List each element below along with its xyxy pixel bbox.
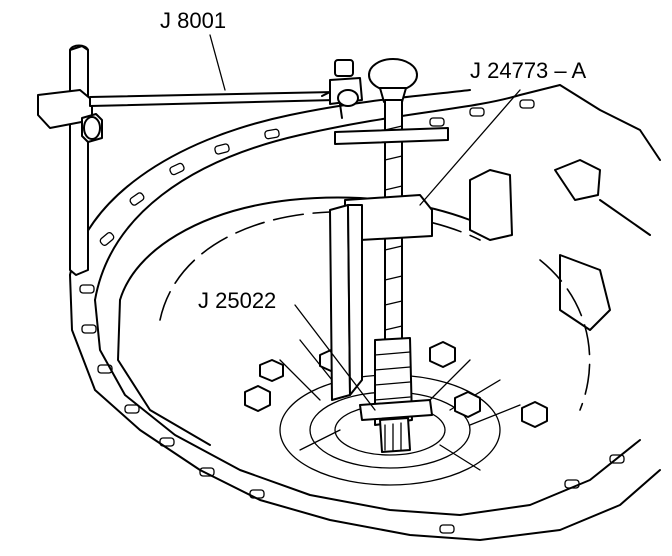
remover-tool [329, 58, 449, 453]
dial-indicator-tool [37, 44, 363, 276]
callout-j25022: J 25022 [198, 288, 277, 313]
callout-j24773a: J 24773 – A [470, 58, 587, 83]
leader-j24773a [419, 89, 521, 206]
retainer-bolts [244, 341, 548, 428]
leader-j25022 [294, 304, 376, 411]
leader-lines [209, 34, 521, 411]
case-flange [69, 84, 661, 541]
leader-j8001 [209, 34, 226, 91]
callout-j8001: J 8001 [160, 8, 227, 33]
